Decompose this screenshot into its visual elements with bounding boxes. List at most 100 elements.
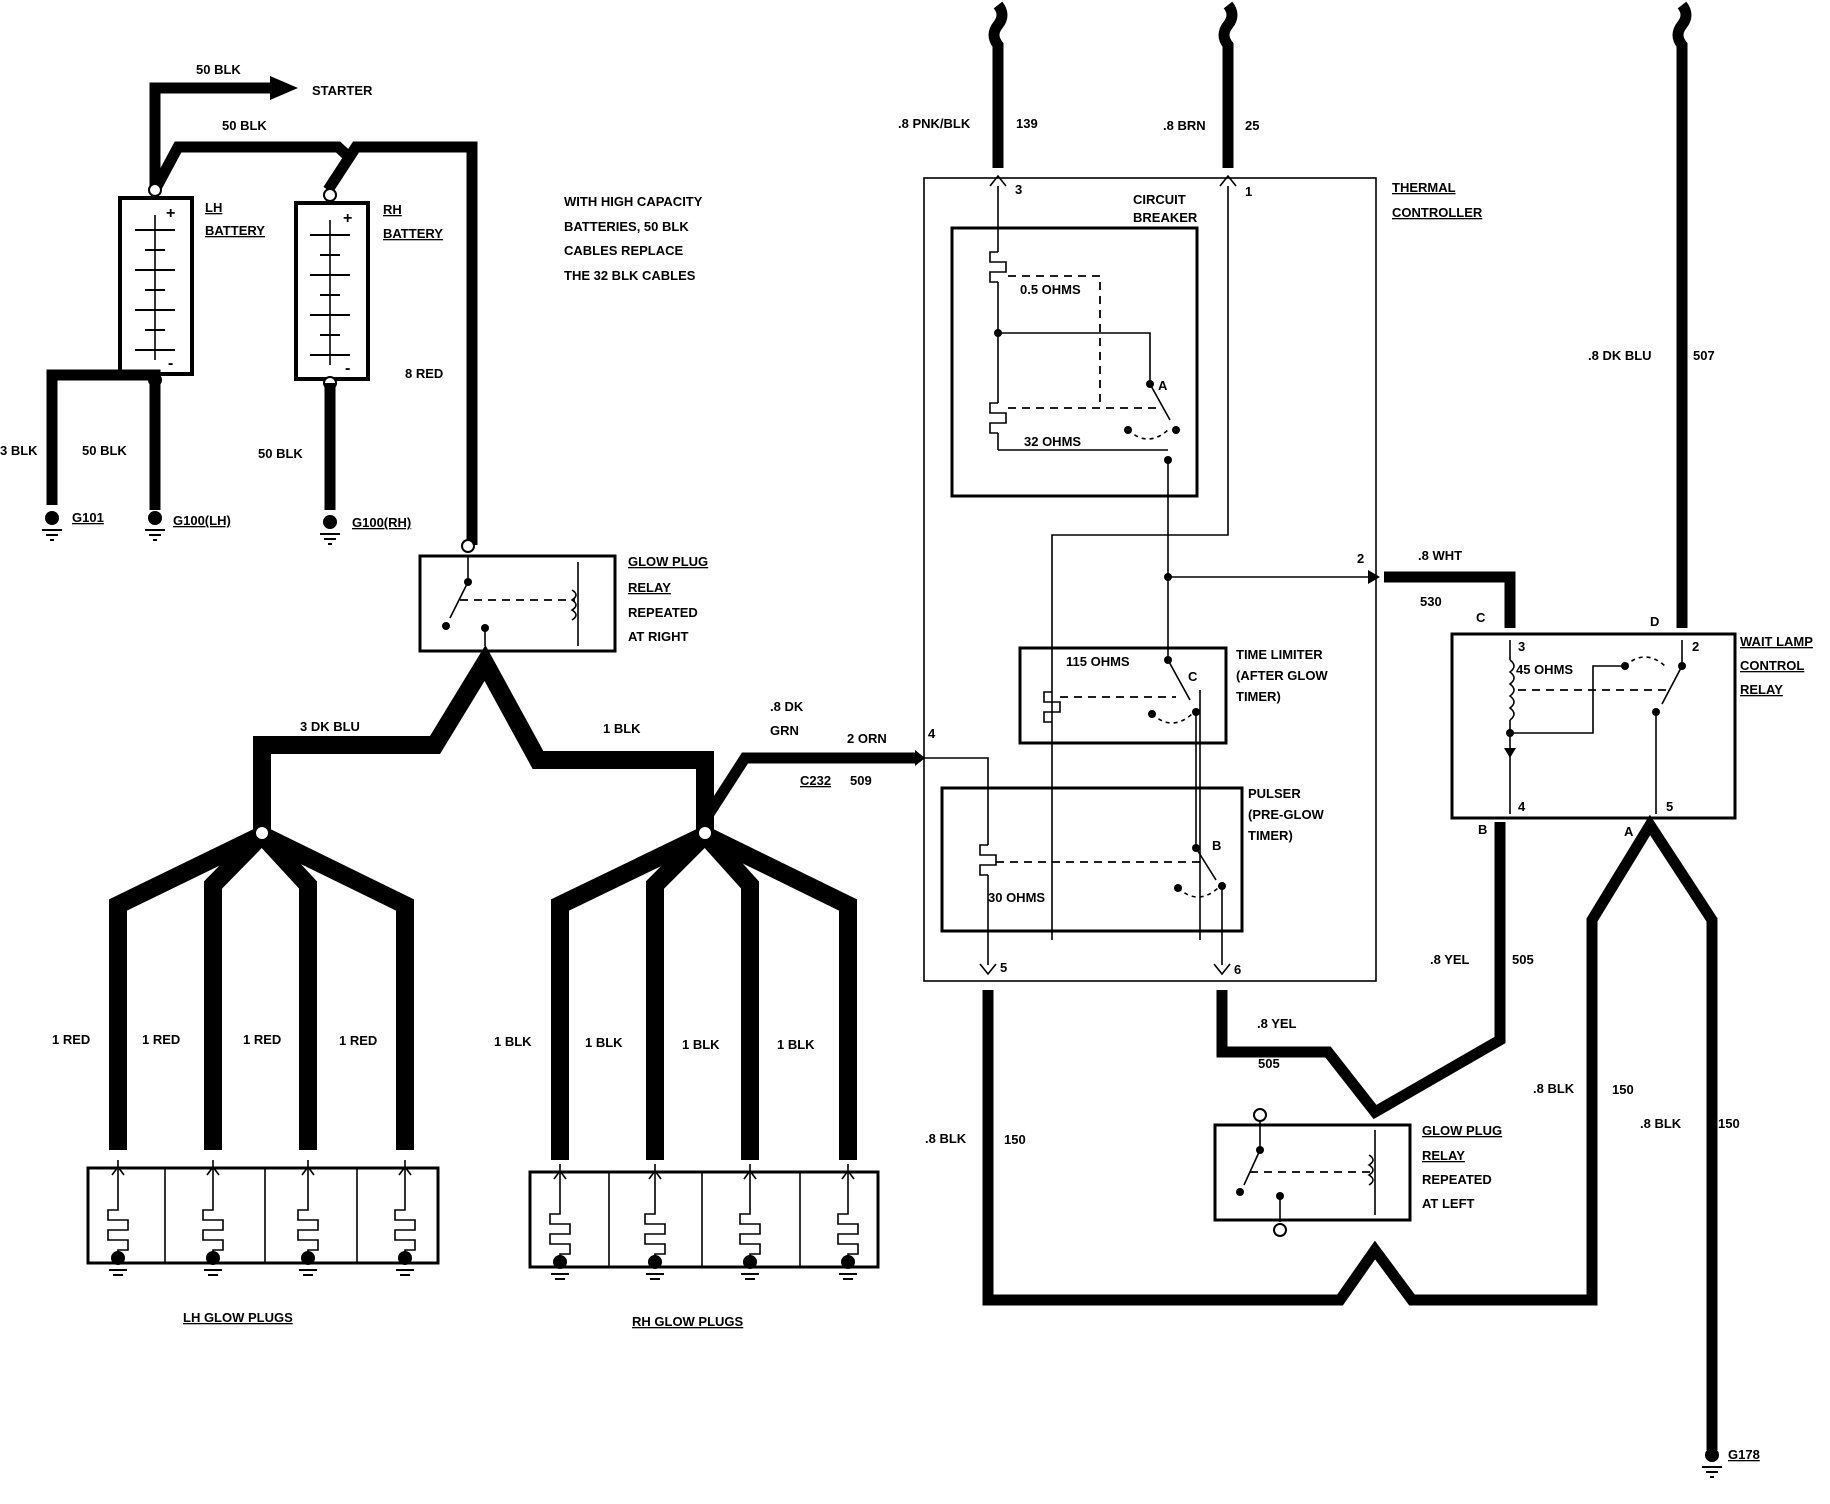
g101-wire-label: 3 BLK xyxy=(0,443,38,458)
glow-relay-left-label-2: RELAY xyxy=(628,580,671,595)
wait-pin-4-label: 4 xyxy=(1518,799,1526,814)
brn-wire-label: .8 BRN xyxy=(1163,118,1206,133)
pin-5-label: 5 xyxy=(1000,960,1007,975)
circuit-breaker-box xyxy=(950,226,1199,498)
rh-battery-label-1: RH xyxy=(383,202,402,217)
glow-relay-right-label-4: AT LEFT xyxy=(1422,1196,1475,1211)
rh-plug-wire-1: 1 BLK xyxy=(494,1034,532,1049)
pulser-label-2: (PRE-GLOW xyxy=(1248,807,1325,822)
pulser-label-1: PULSER xyxy=(1248,786,1301,801)
time-limiter-internals xyxy=(1043,656,1200,848)
glow-relay-left-label-4: AT RIGHT xyxy=(628,629,688,644)
pnk-circuit-label: 139 xyxy=(1016,116,1038,131)
pin-6-label: 6 xyxy=(1234,962,1241,977)
glow-relay-left-label-3: REPEATED xyxy=(628,605,698,620)
wire-yel-505 xyxy=(1216,822,1506,1120)
blk-150-b-label: .8 BLK xyxy=(1533,1081,1575,1096)
lh-plug-harness xyxy=(109,825,414,1150)
glow-relay-right-label-2: RELAY xyxy=(1422,1148,1465,1163)
g101-wire xyxy=(46,369,161,505)
g100-rh-wire-label: 50 BLK xyxy=(258,446,303,461)
rh-glow-plugs-label: RH GLOW PLUGS xyxy=(632,1314,744,1329)
wait-lamp-label-3: RELAY xyxy=(1740,682,1783,697)
note-line-4: THE 32 BLK CABLES xyxy=(564,268,696,283)
wire-blk-150 xyxy=(982,814,1718,1450)
glow-plug-icon xyxy=(739,1164,761,1280)
pulser-internals xyxy=(979,844,1226,965)
battery-link-wire-label: 50 BLK xyxy=(222,118,267,133)
breaker-label-1: CIRCUIT xyxy=(1133,192,1186,207)
svg-text:-: - xyxy=(345,360,350,377)
lh-battery-label-1: LH xyxy=(205,200,222,215)
rh-battery: + - xyxy=(294,188,370,390)
starter-wire-label: 50 BLK xyxy=(196,62,241,77)
thermal-internal-wiring xyxy=(989,186,1380,940)
glow-relay-right-label-1: GLOW PLUG xyxy=(1422,1123,1502,1138)
contact-c-label: C xyxy=(1188,669,1198,684)
g100-lh-wire-label: 50 BLK xyxy=(82,443,127,458)
g100-rh-label: G100(RH) xyxy=(352,515,411,530)
contact-b-label: B xyxy=(1212,838,1221,853)
blk-150-b-circuit: 150 xyxy=(1612,1082,1634,1097)
blk-150-a-label: .8 BLK xyxy=(925,1131,967,1146)
c232-wire-label-1: .8 DK xyxy=(770,699,804,714)
wire-pnk-blk xyxy=(988,1,1008,168)
wht-wire-label: .8 WHT xyxy=(1418,548,1462,563)
ohms-45-label: 45 OHMS xyxy=(1516,662,1573,677)
ground-icon-g100-lh xyxy=(145,511,165,541)
thermal-label-1: THERMAL xyxy=(1392,180,1456,195)
ohms-30-label: 30 OHMS xyxy=(988,890,1045,905)
g178-label: G178 xyxy=(1728,1447,1760,1462)
pin-arrow-6 xyxy=(1213,963,1231,976)
pin-arrow-3 xyxy=(989,174,1007,187)
g101-label: G101 xyxy=(72,510,104,525)
yel-circuit-label-1: 505 xyxy=(1512,952,1534,967)
wait-lamp-relay-internals xyxy=(1504,640,1686,814)
lh-battery-label-2: BATTERY xyxy=(205,223,265,238)
brn-circuit-label: 25 xyxy=(1245,118,1259,133)
pin-2-label: 2 xyxy=(1357,551,1364,566)
pin-4-label: 4 xyxy=(928,726,936,741)
rh-feed-label: 1 BLK xyxy=(603,721,641,736)
glow-relay-right-label-3: REPEATED xyxy=(1422,1172,1492,1187)
g100-lh-label: G100(LH) xyxy=(173,513,231,528)
lh-plug-wire-3: 1 RED xyxy=(243,1032,281,1047)
lh-glow-plugs-label: LH GLOW PLUGS xyxy=(183,1310,293,1325)
lh-plug-wire-2: 1 RED xyxy=(142,1032,180,1047)
feed-wire-label: 8 RED xyxy=(405,366,443,381)
blk-150-c-circuit: 150 xyxy=(1718,1116,1740,1131)
pin-arrow-5 xyxy=(979,963,997,976)
lh-plug-wire-4: 1 RED xyxy=(339,1033,377,1048)
thermal-label-2: CONTROLLER xyxy=(1392,205,1483,220)
wait-lamp-label-1: WAIT LAMP xyxy=(1740,634,1813,649)
yel-wire-label-1: .8 YEL xyxy=(1430,952,1470,967)
wire-dk-blu xyxy=(1672,1,1692,628)
wait-pin-d-label: D xyxy=(1650,614,1659,629)
wait-pin-b-label: B xyxy=(1478,822,1487,837)
lh-glow-plugs-block xyxy=(86,1166,440,1265)
blu-circuit-label: 507 xyxy=(1693,348,1715,363)
thermal-controller-box xyxy=(923,177,1377,982)
wait-pin-2-label: 2 xyxy=(1692,639,1699,654)
contact-a-label: A xyxy=(1158,378,1168,393)
pin-arrow-1 xyxy=(1219,174,1237,187)
feed-wire-8-red xyxy=(323,141,478,545)
rh-plug-wire-3: 1 BLK xyxy=(682,1037,720,1052)
svg-text:+: + xyxy=(343,210,352,227)
ground-icon-g100-rh xyxy=(320,515,340,545)
glow-plug-icon xyxy=(202,1160,224,1276)
breaker-label-2: BREAKER xyxy=(1133,210,1198,225)
lh-plug-wire-1: 1 RED xyxy=(52,1032,90,1047)
note-line-2: BATTERIES, 50 BLK xyxy=(564,219,689,234)
c232-wire-label-2: GRN xyxy=(770,723,799,738)
glow-plug-icon xyxy=(107,1160,129,1276)
note-line-3: CABLES REPLACE xyxy=(564,243,684,258)
glow-plug-icon xyxy=(549,1164,571,1280)
ohms-05-label: 0.5 OHMS xyxy=(1020,282,1081,297)
rh-plug-wire-4: 1 BLK xyxy=(777,1037,815,1052)
wait-lamp-relay-box xyxy=(1450,632,1737,820)
svg-text:+: + xyxy=(166,205,175,222)
wait-pin-c-label: C xyxy=(1476,610,1486,625)
rh-plug-harness xyxy=(551,825,857,1160)
